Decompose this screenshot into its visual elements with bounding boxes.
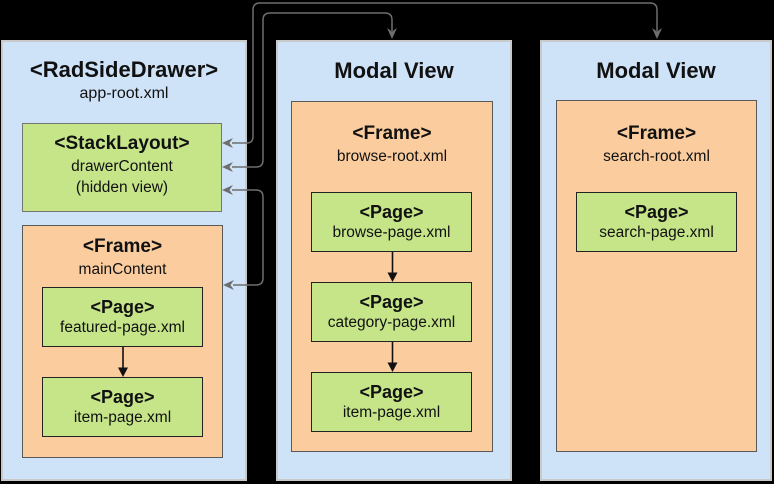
search-page-file: search-page.xml <box>599 224 714 241</box>
radsidedrawer-subtitle: app-root.xml <box>79 85 169 102</box>
item-page-file-browse: item-page.xml <box>342 404 441 421</box>
browse-page-box: <Page> browse-page.xml <box>311 192 472 252</box>
category-page-file: category-page.xml <box>327 314 456 331</box>
arrowhead-into-browse-modal <box>387 28 397 39</box>
category-page-box: <Page> category-page.xml <box>311 282 472 342</box>
browse-root-frame-name: browse-root.xml <box>336 148 448 165</box>
item-page-file-main: item-page.xml <box>73 409 172 426</box>
maincontent-frame-tag: <Frame> <box>82 236 163 257</box>
radsidedrawer-title: <RadSideDrawer> <box>29 57 219 82</box>
browse-page-tag: <Page> <box>359 202 424 222</box>
featured-page-tag: <Page> <box>90 297 155 317</box>
item-page-box-main: <Page> item-page.xml <box>42 377 203 437</box>
browse-root-frame-tag: <Frame> <box>352 123 432 144</box>
stacklayout-note: (hidden view) <box>75 179 169 196</box>
item-page-tag-main: <Page> <box>90 387 155 407</box>
maincontent-frame-name: mainContent <box>78 261 167 278</box>
search-root-frame-name: search-root.xml <box>603 148 710 165</box>
search-page-box: <Page> search-page.xml <box>576 192 737 252</box>
item-page-tag-browse: <Page> <box>359 382 424 402</box>
category-page-tag: <Page> <box>359 292 424 312</box>
search-root-frame-tag: <Frame> <box>616 123 697 144</box>
browse-page-file: browse-page.xml <box>332 224 451 241</box>
featured-page-file: featured-page.xml <box>60 319 185 336</box>
stacklayout-tag: <StackLayout> <box>54 133 190 154</box>
featured-page-box: <Page> featured-page.xml <box>42 287 203 347</box>
search-modal-title: Modal View <box>596 58 716 83</box>
search-page-tag: <Page> <box>624 202 689 222</box>
stacklayout-name: drawerContent <box>71 158 173 175</box>
stacklayout-drawercontent-box: <StackLayout> drawerContent (hidden view… <box>22 123 222 212</box>
search-root-frame-box: <Frame> search-root.xml <box>556 100 757 452</box>
arrowhead-into-search-modal <box>652 28 662 39</box>
browse-modal-title: Modal View <box>334 58 454 83</box>
item-page-box-browse: <Page> item-page.xml <box>311 372 472 432</box>
